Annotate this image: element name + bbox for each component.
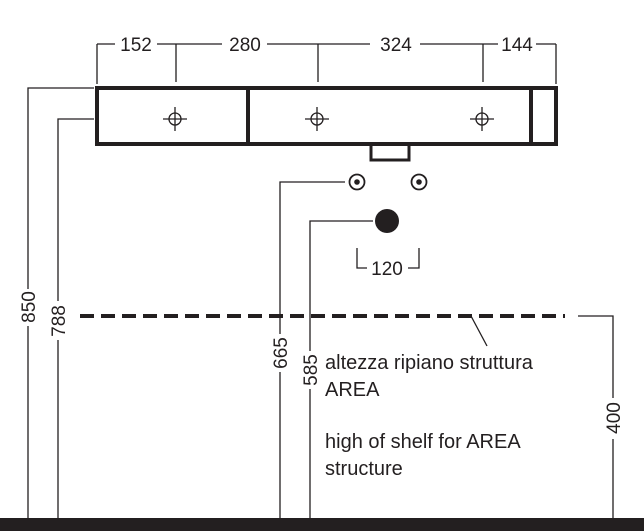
note-english-line2: structure [325,458,403,480]
spacing-dim-left-bracket [356,248,367,269]
height-400-leader [578,315,614,398]
spacing-dim-120-label: 120 [371,259,403,280]
height-400-label: 400 [604,402,625,434]
height-850-label: 850 [19,291,40,323]
dim-324-label: 324 [380,35,412,56]
height-850-leader [27,87,94,289]
height-665-label: 665 [271,337,292,369]
height-788-leader [57,118,94,301]
basin-top-view [95,86,558,162]
water-inlet-right-icon [410,173,428,191]
water-inlet-left-icon [348,173,366,191]
note-italian-line1: altezza ripiano struttura [325,352,534,374]
siphon-outlet [369,144,411,162]
height-585-label: 585 [301,354,322,386]
note-italian-line2: AREA [325,379,380,401]
top-dimension-chain: 152 280 324 144 [96,35,557,84]
tap-hole-marker-left [163,107,187,131]
dim-152-label: 152 [120,35,152,56]
tap-hole-marker-center [305,107,329,131]
drain-hole-icon [375,209,399,233]
dim-144-label: 144 [501,35,533,56]
basin-outline [95,86,558,146]
water-connections: 120 [348,173,428,280]
shelf-label-leader [470,315,488,347]
height-788-label: 788 [49,305,70,337]
spacing-dim-right-bracket [408,248,420,269]
height-585-leader [309,220,373,351]
shelf-note-english: high of shelf for AREA structure [325,431,521,480]
dim-280-label: 280 [229,35,261,56]
height-665-leader [279,181,345,334]
shelf-note-italian: altezza ripiano struttura AREA [325,352,534,401]
tap-hole-marker-right [470,107,494,131]
note-english-line1: high of shelf for AREA [325,431,521,453]
floor-line [0,518,644,531]
height-dimensions: 850 788 665 585 400 [19,87,625,521]
